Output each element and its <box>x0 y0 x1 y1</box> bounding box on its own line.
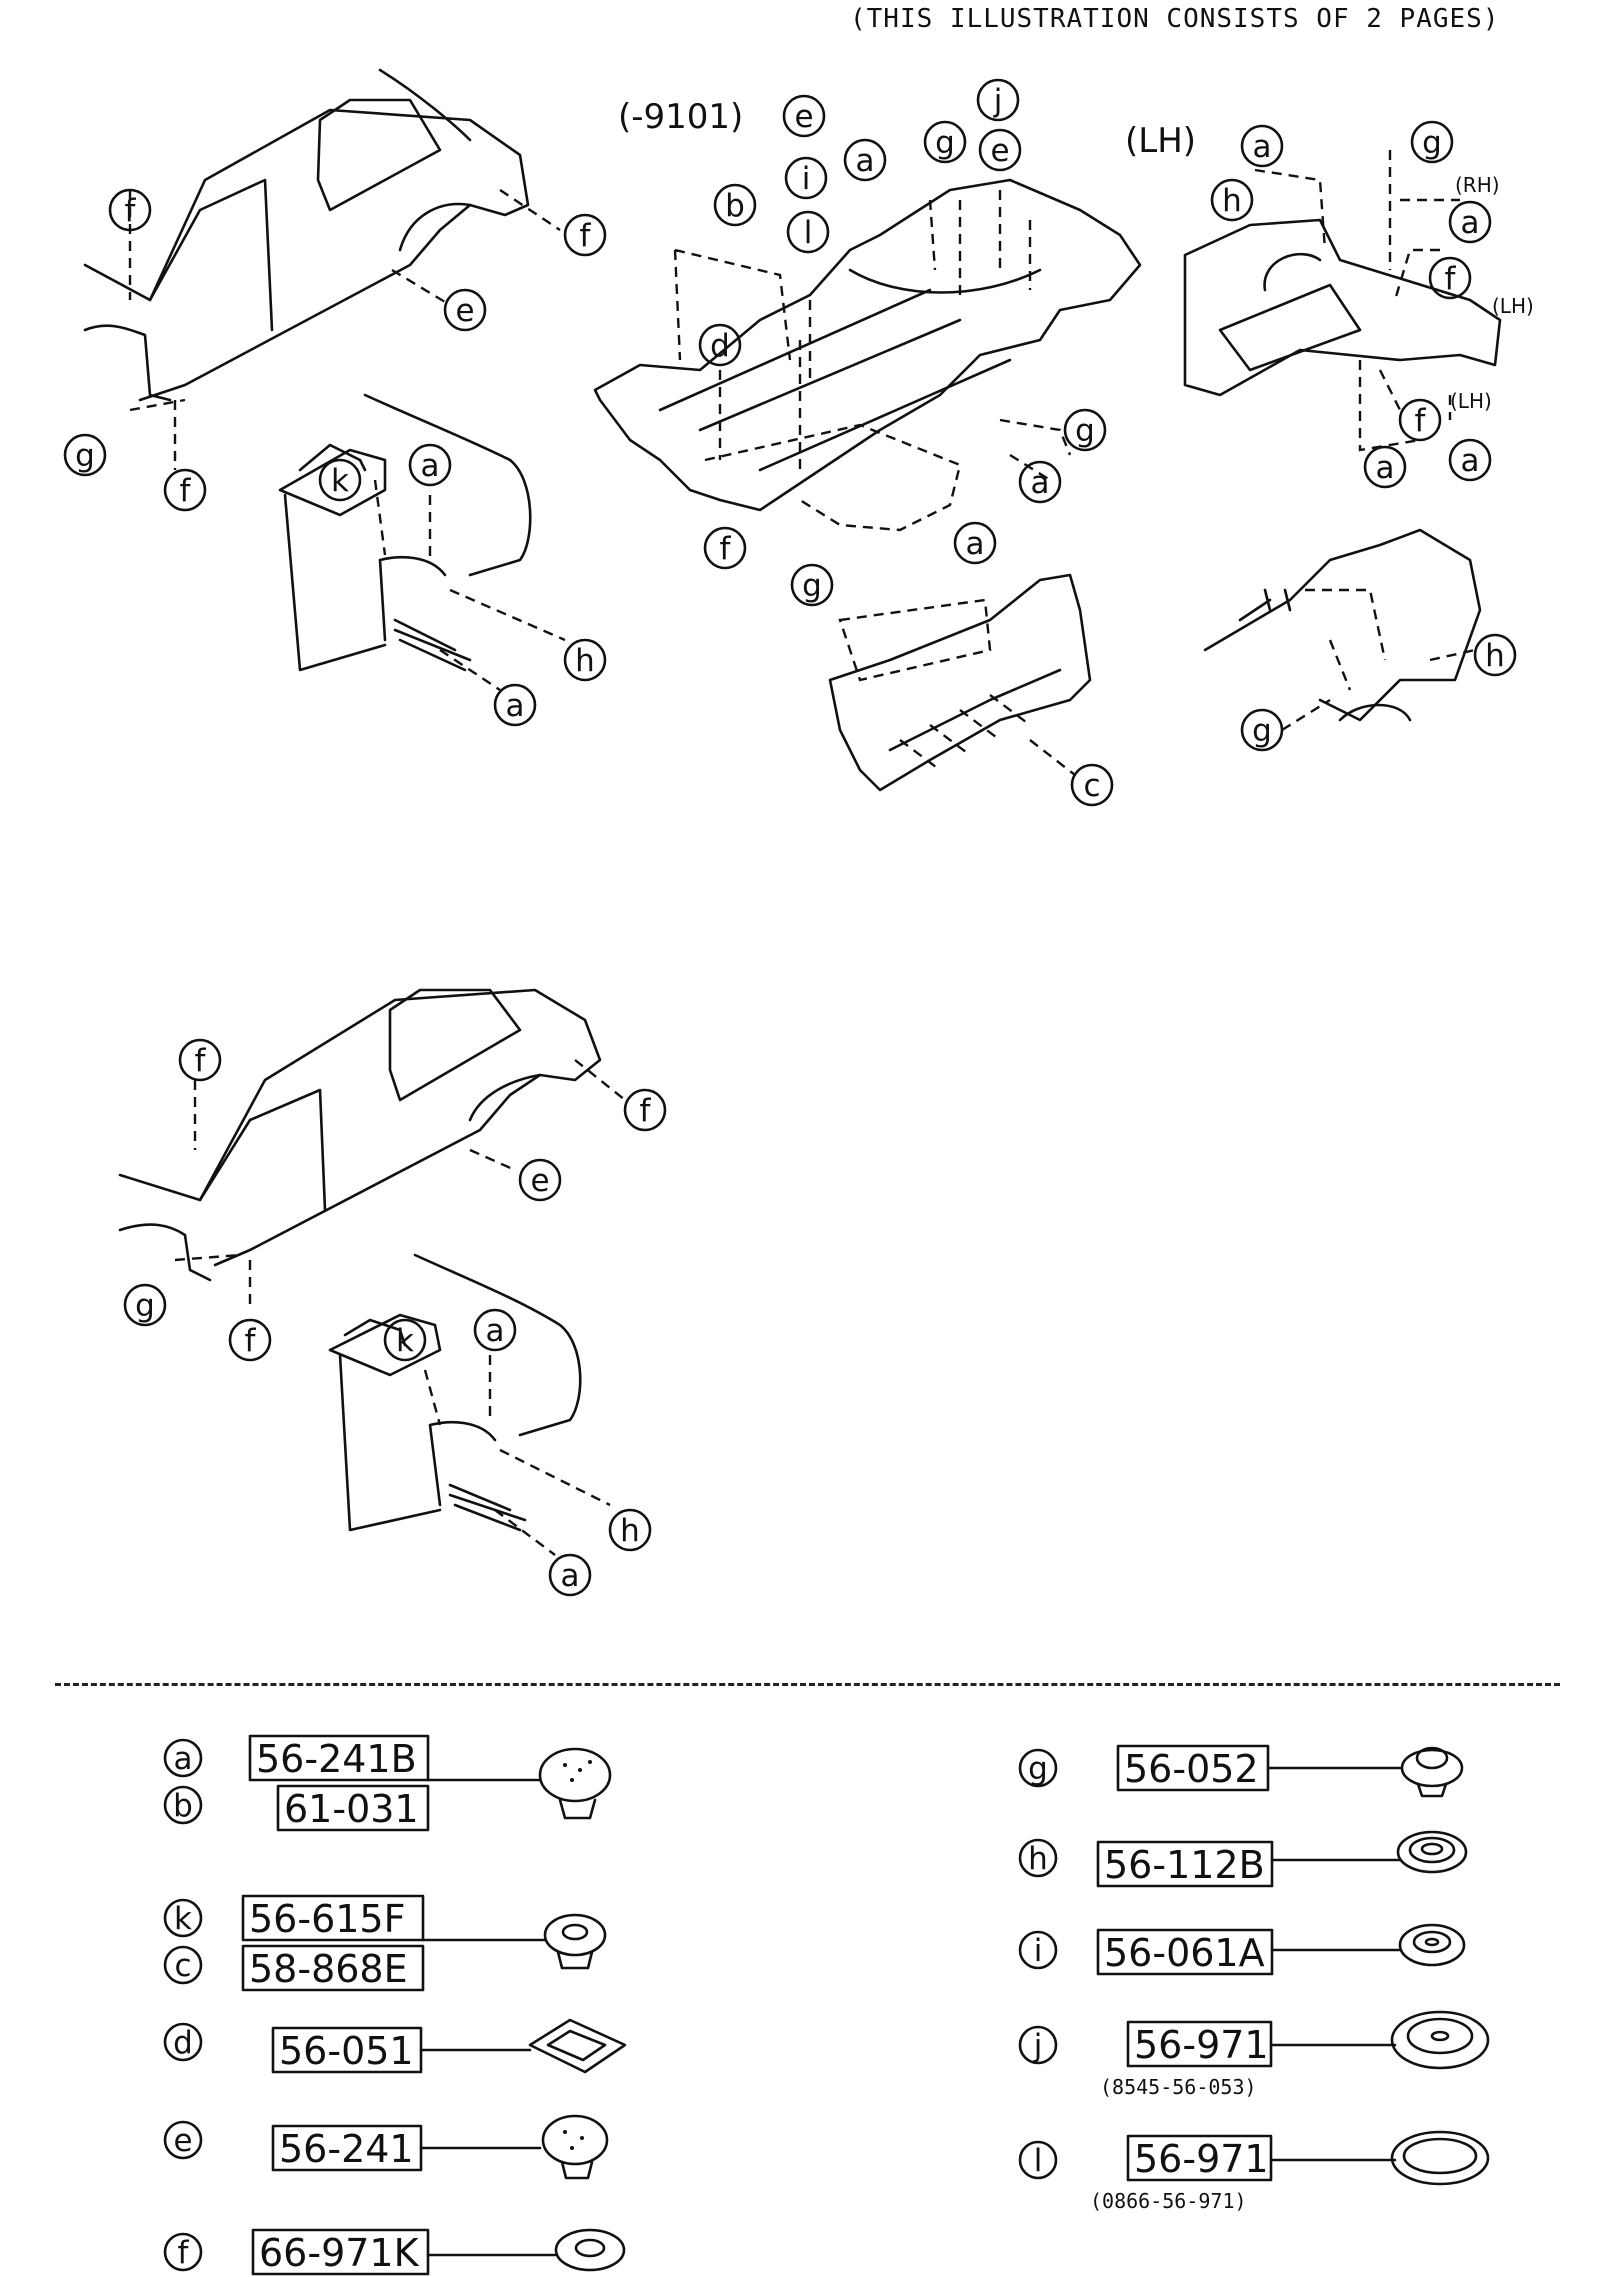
lh-label: (LH) <box>1125 121 1196 161</box>
legend-letter: l <box>1034 2143 1043 2179</box>
svg-text:b: b <box>725 188 745 224</box>
oval-plug-icon <box>1396 1830 1468 1874</box>
cup-plug-icon <box>1398 1923 1466 1967</box>
round-clip-icon <box>541 2114 609 2180</box>
svg-text:a: a <box>421 448 440 484</box>
svg-text:f: f <box>195 1043 207 1079</box>
svg-text:f: f <box>640 1093 652 1129</box>
svg-text:e: e <box>794 99 813 135</box>
lh-small-label-2: (LH) <box>1450 389 1492 413</box>
legend-left: a b 56-241B 61-031 k c 56-615F 58-868E d… <box>163 1734 627 2276</box>
svg-text:a: a <box>561 1558 580 1594</box>
legend-letter: d <box>173 2025 193 2061</box>
svg-text:f: f <box>245 1323 257 1359</box>
legend-letter: g <box>1028 1751 1048 1787</box>
legend-letter: e <box>173 2123 192 2159</box>
ring-plug-icon <box>554 2228 626 2272</box>
legend-letter: f <box>178 2235 190 2271</box>
part-number: 61-031 <box>284 1787 419 1831</box>
svg-text:j: j <box>993 83 1003 119</box>
svg-text:e: e <box>455 293 474 329</box>
svg-text:f: f <box>1445 261 1457 297</box>
legend-letter: i <box>1034 1933 1043 1969</box>
legend-right: g 56-052 h 56-112B i 56-061A j <box>1018 1744 1490 2213</box>
svg-text:e: e <box>990 133 1009 169</box>
rh-label: (RH) <box>1455 173 1500 197</box>
cap-plug-icon <box>1400 1746 1464 1798</box>
svg-text:g: g <box>1252 713 1272 749</box>
svg-text:g: g <box>135 1288 155 1324</box>
svg-text:a: a <box>1461 205 1480 241</box>
part-number: 56-615F <box>249 1897 405 1941</box>
svg-text:g: g <box>802 568 822 604</box>
svg-text:f: f <box>720 531 732 567</box>
svg-text:g: g <box>75 438 95 474</box>
svg-text:a: a <box>1461 443 1480 479</box>
part-number: 56-971 <box>1134 2023 1269 2067</box>
svg-text:k: k <box>396 1323 414 1359</box>
rear-quarter-lh-diagram: (LH) a g (RH) h a f (LH) (LH) f a a h g <box>1125 120 1534 752</box>
lh-small-label-1: (LH) <box>1492 294 1534 318</box>
flat-grommet-icon <box>1390 2130 1490 2186</box>
section-divider <box>55 1683 1560 1686</box>
svg-text:a: a <box>486 1313 505 1349</box>
svg-text:c: c <box>1083 768 1100 804</box>
svg-text:h: h <box>620 1513 640 1549</box>
lower-vehicle: f f e g f k a h a <box>118 988 667 1597</box>
svg-text:f: f <box>125 193 137 229</box>
svg-text:a: a <box>1031 465 1050 501</box>
part-number: 56-061A <box>1104 1931 1265 1975</box>
svg-text:h: h <box>575 643 595 679</box>
code-label: (-9101) <box>618 97 743 137</box>
part-number: 58-868E <box>249 1947 408 1991</box>
part-number: 66-971K <box>259 2231 420 2275</box>
part-number: 56-052 <box>1124 1747 1259 1791</box>
part-number: 56-241B <box>256 1737 417 1781</box>
legend-letter: a <box>174 1741 193 1777</box>
svg-text:f: f <box>1415 403 1427 439</box>
svg-text:k: k <box>331 463 349 499</box>
svg-text:f: f <box>580 218 592 254</box>
svg-text:a: a <box>966 526 985 562</box>
svg-text:g: g <box>1422 125 1442 161</box>
svg-text:a: a <box>1253 129 1272 165</box>
part-number: 56-241 <box>279 2127 414 2171</box>
part-number: 56-971 <box>1134 2137 1269 2181</box>
svg-text:a: a <box>856 143 875 179</box>
part-number: 56-112B <box>1104 1843 1265 1887</box>
svg-text:i: i <box>802 161 811 197</box>
button-plug-icon <box>543 1913 607 1970</box>
part-number: 56-051 <box>279 2029 414 2073</box>
floor-pan-diagram: (-9101) e b i a l g j e d g a a f <box>593 78 1142 570</box>
svg-text:g: g <box>935 125 955 161</box>
svg-text:l: l <box>804 215 813 251</box>
grommet-icon <box>1390 2010 1490 2070</box>
part-substitute: (8545-56-053) <box>1100 2075 1257 2099</box>
svg-text:d: d <box>710 328 730 364</box>
legend-letter: j <box>1033 2028 1043 2064</box>
svg-text:h: h <box>1485 638 1505 674</box>
upper-left-vehicle: f f e g f k a h a <box>63 68 607 727</box>
svg-text:g: g <box>1075 413 1095 449</box>
svg-text:e: e <box>530 1163 549 1199</box>
svg-text:h: h <box>1222 183 1242 219</box>
page-note: (THIS ILLUSTRATION CONSISTS OF 2 PAGES) <box>850 4 1500 34</box>
legend-letter: k <box>174 1901 192 1937</box>
square-plug-icon <box>528 2018 627 2074</box>
svg-text:f: f <box>180 473 192 509</box>
part-substitute: (0866-56-971) <box>1090 2189 1247 2213</box>
svg-text:a: a <box>506 688 525 724</box>
legend-letter: b <box>173 1788 193 1824</box>
underbody-diagram: g c <box>790 563 1114 807</box>
round-clip-icon <box>538 1747 612 1820</box>
legend-letter: h <box>1028 1841 1048 1877</box>
legend-letter: c <box>174 1948 191 1984</box>
svg-text:a: a <box>1376 450 1395 486</box>
